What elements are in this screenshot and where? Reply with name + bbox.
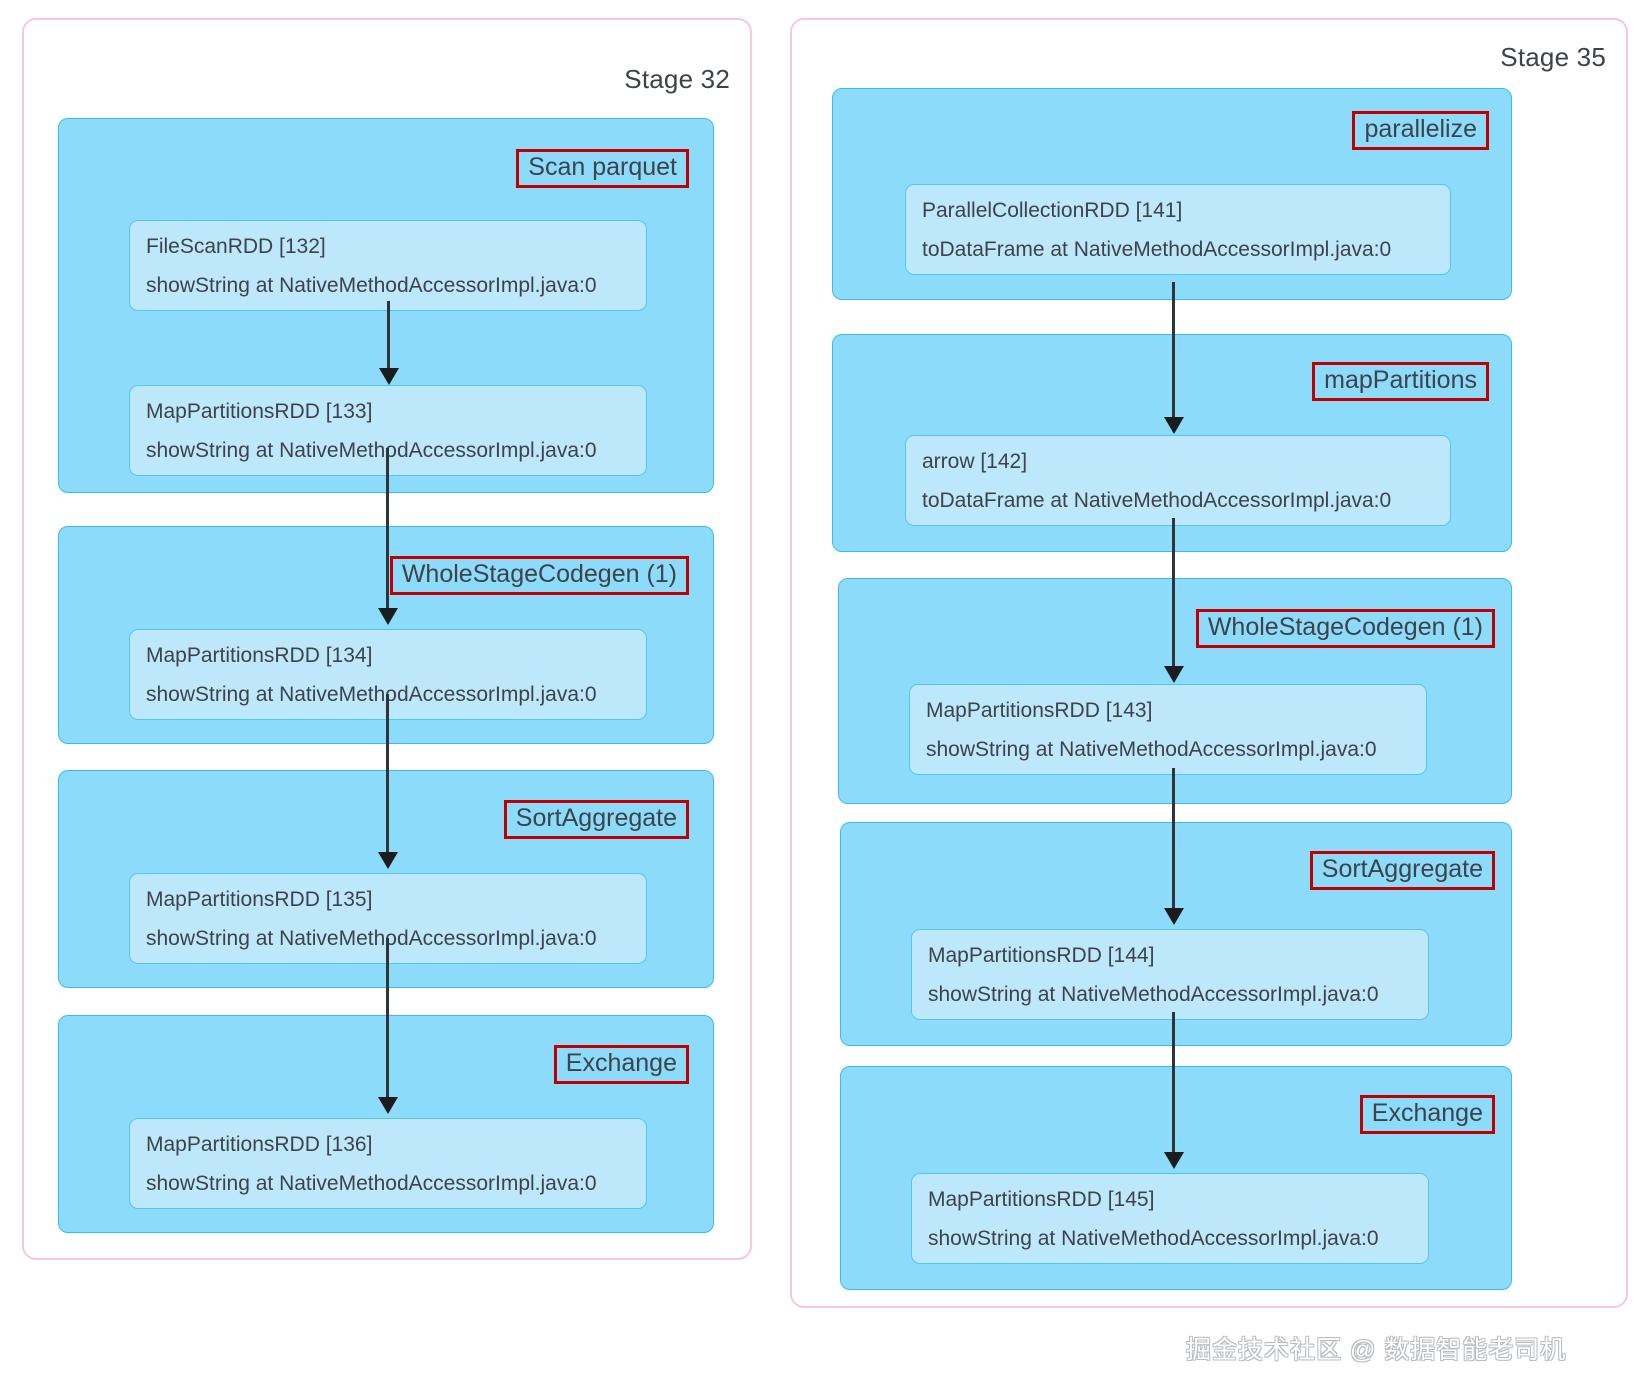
operator-label-sortaggregate: SortAggregate (503, 800, 689, 839)
rdd-call-site: showString at NativeMethodAccessorImpl.j… (146, 683, 597, 707)
rdd-call-site: showString at NativeMethodAccessorImpl.j… (928, 983, 1379, 1007)
operator-label-wholestagecodegen: WholeStageCodegen (1) (389, 556, 689, 595)
operator-parallelize[interactable]: parallelize ParallelCollectionRDD [141] … (832, 88, 1512, 300)
rdd-node-142[interactable]: arrow [142] toDataFrame at NativeMethodA… (905, 435, 1451, 527)
rdd-name: MapPartitionsRDD [136] (146, 1133, 373, 1156)
operator-label-wholestagecodegen: WholeStageCodegen (1) (1195, 609, 1495, 648)
rdd-node-132[interactable]: FileScanRDD [132] showString at NativeMe… (129, 220, 647, 312)
operator-label-mappartitions: mapPartitions (1312, 362, 1489, 401)
rdd-call-site: showString at NativeMethodAccessorImpl.j… (928, 1227, 1379, 1251)
operator-label-sortaggregate: SortAggregate (1309, 851, 1495, 890)
operator-label-scan-parquet: Scan parquet (516, 149, 689, 188)
operator-label-parallelize: parallelize (1352, 111, 1489, 150)
rdd-call-site: showString at NativeMethodAccessorImpl.j… (146, 927, 597, 951)
rdd-call-site: toDataFrame at NativeMethodAccessorImpl.… (922, 238, 1392, 262)
operator-scan-parquet[interactable]: Scan parquet FileScanRDD [132] showStrin… (58, 118, 714, 493)
operator-label-exchange: Exchange (553, 1045, 689, 1084)
rdd-name: MapPartitionsRDD [133] (146, 400, 373, 423)
rdd-name: MapPartitionsRDD [145] (928, 1188, 1155, 1211)
rdd-node-145[interactable]: MapPartitionsRDD [145] showString at Nat… (911, 1173, 1429, 1265)
rdd-call-site: showString at NativeMethodAccessorImpl.j… (146, 274, 597, 298)
rdd-name: MapPartitionsRDD [135] (146, 888, 373, 911)
rdd-node-143[interactable]: MapPartitionsRDD [143] showString at Nat… (909, 684, 1427, 776)
stage-container-35: Stage 35 parallelize ParallelCollectionR… (790, 18, 1628, 1308)
operator-mappartitions[interactable]: mapPartitions arrow [142] toDataFrame at… (832, 334, 1512, 552)
rdd-call-site: showString at NativeMethodAccessorImpl.j… (146, 1172, 597, 1196)
rdd-name: MapPartitionsRDD [134] (146, 644, 373, 667)
rdd-node-144[interactable]: MapPartitionsRDD [144] showString at Nat… (911, 929, 1429, 1021)
rdd-name: MapPartitionsRDD [143] (926, 699, 1153, 722)
rdd-name: FileScanRDD [132] (146, 235, 326, 258)
rdd-name: MapPartitionsRDD [144] (928, 944, 1155, 967)
stage-container-32: Stage 32 Scan parquet FileScanRDD [132] … (22, 18, 752, 1260)
operator-wholestagecodegen-1[interactable]: WholeStageCodegen (1) MapPartitionsRDD [… (838, 578, 1512, 804)
operator-exchange[interactable]: Exchange MapPartitionsRDD [145] showStri… (840, 1066, 1512, 1290)
rdd-name: arrow [142] (922, 450, 1028, 473)
operator-sortaggregate[interactable]: SortAggregate MapPartitionsRDD [135] sho… (58, 770, 714, 988)
rdd-node-135[interactable]: MapPartitionsRDD [135] showString at Nat… (129, 873, 647, 965)
stage-title-35: Stage 35 (1500, 42, 1606, 72)
watermark: 掘金技术社区 @ 数据智能老司机 (1186, 1336, 1567, 1364)
rdd-node-141[interactable]: ParallelCollectionRDD [141] toDataFrame … (905, 184, 1451, 276)
rdd-node-136[interactable]: MapPartitionsRDD [136] showString at Nat… (129, 1118, 647, 1210)
operator-label-exchange: Exchange (1359, 1095, 1495, 1134)
rdd-call-site: showString at NativeMethodAccessorImpl.j… (926, 738, 1377, 762)
rdd-name: ParallelCollectionRDD [141] (922, 199, 1183, 222)
rdd-call-site: showString at NativeMethodAccessorImpl.j… (146, 439, 597, 463)
stage-title-32: Stage 32 (624, 64, 730, 94)
rdd-call-site: toDataFrame at NativeMethodAccessorImpl.… (922, 489, 1392, 513)
operator-sortaggregate[interactable]: SortAggregate MapPartitionsRDD [144] sho… (840, 822, 1512, 1046)
